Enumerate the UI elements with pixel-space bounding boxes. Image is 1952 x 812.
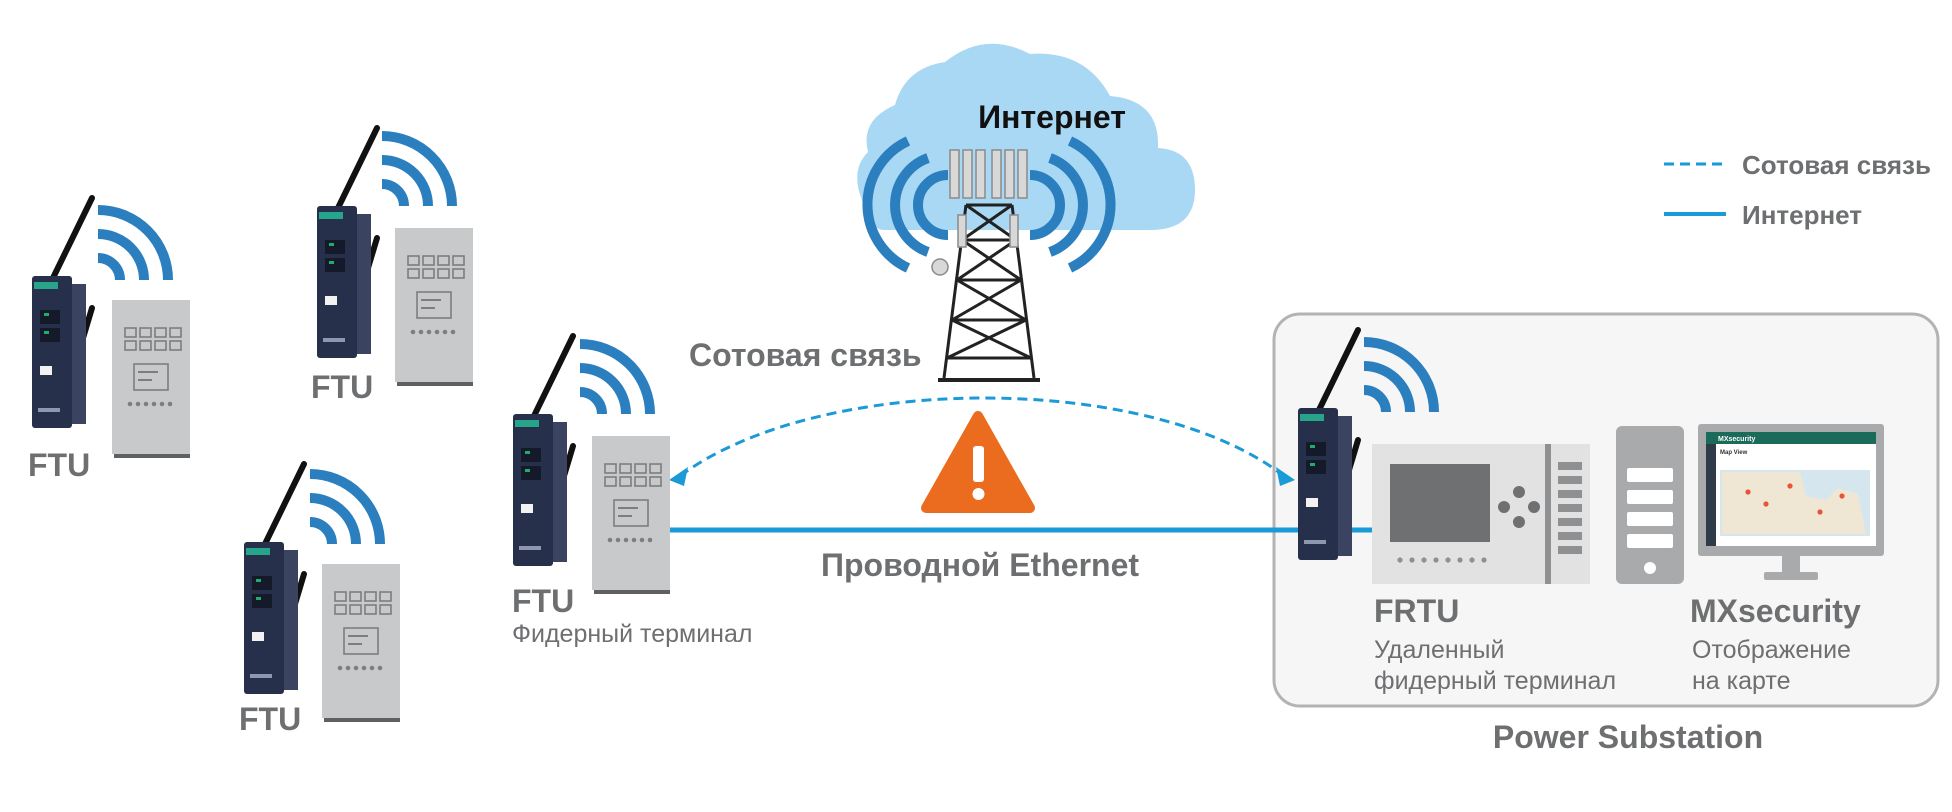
ftu-node-2: FTU (311, 128, 474, 405)
cellular-arrow-left (669, 467, 688, 486)
cabinet-icon (591, 435, 671, 595)
ftu-node-main: FTU Фидерный терминал (512, 336, 752, 648)
wifi-signal-icon (580, 344, 650, 414)
mxsecurity-label: MXsecurity (1690, 593, 1861, 629)
server-icon (1616, 426, 1684, 584)
monitor-icon: MXsecurity Map View MXsecurity Отображен… (1690, 424, 1884, 695)
warning-icon (921, 411, 1035, 513)
legend-internet-label: Интернет (1742, 200, 1862, 230)
frtu-sublabel-line2: фидерный терминал (1374, 667, 1616, 695)
frtu-device: FRTU Удаленный фидерный терминал (1372, 444, 1616, 695)
cell-tower-icon (862, 136, 1116, 382)
wifi-signal-icon (382, 136, 452, 206)
cloud-icon (857, 43, 1195, 230)
router-icon (32, 198, 92, 428)
legend-cellular-label: Сотовая связь (1742, 150, 1931, 180)
cabinet-icon (111, 299, 191, 459)
cabinet-icon (394, 227, 474, 387)
ftu-label: FTU (239, 701, 301, 737)
frtu-sublabel-line1: Удаленный (1374, 636, 1504, 664)
wifi-signal-icon (98, 210, 168, 280)
router-icon (244, 464, 304, 694)
frtu-label: FRTU (1374, 593, 1459, 629)
ftu-label: FTU (512, 583, 574, 619)
wifi-signal-icon (310, 474, 380, 544)
router-icon (513, 336, 573, 566)
ftu-node-1: FTU (28, 198, 191, 483)
ftu-label: FTU (28, 447, 90, 483)
router-icon (317, 128, 377, 358)
monitor-view-title: Map View (1720, 450, 1748, 456)
ftu-node-3: FTU (239, 464, 401, 737)
ethernet-link-label: Проводной Ethernet (821, 547, 1139, 583)
cellular-link-label: Сотовая связь (689, 337, 922, 373)
substation-title: Power Substation (1493, 719, 1763, 755)
ftu-sublabel: Фидерный терминал (512, 620, 752, 648)
substation-box (1272, 312, 1940, 708)
cabinet-icon (321, 563, 401, 723)
mxsecurity-sublabel-line2: на карте (1692, 667, 1790, 695)
cloud-label: Интернет (978, 99, 1126, 135)
cellular-arrow-right (1276, 467, 1295, 486)
ftu-label: FTU (311, 369, 373, 405)
monitor-app-title: MXsecurity (1718, 436, 1755, 443)
mxsecurity-sublabel-line1: Отображение (1692, 636, 1851, 664)
legend: Сотовая связь Интернет (1664, 150, 1931, 230)
